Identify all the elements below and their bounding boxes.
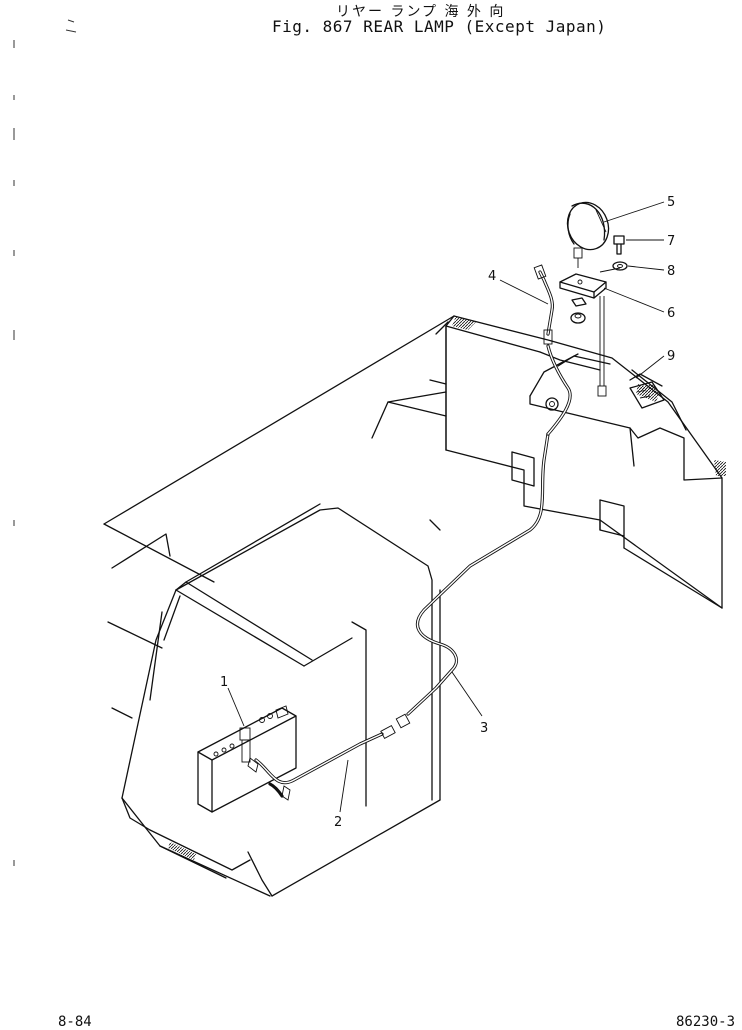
callout-5: 5	[667, 195, 675, 210]
callout-8: 8	[667, 264, 675, 279]
operator-cab	[121, 503, 433, 897]
rear-lamp	[566, 201, 610, 268]
callout-3: 3	[480, 721, 488, 736]
callouts: 1 2 3 4 5 6 7 8 9	[220, 195, 675, 830]
margin-marks	[13, 19, 77, 866]
counterweight-body	[371, 315, 726, 609]
callout-7: 7	[667, 234, 675, 249]
callout-4: 4	[488, 269, 496, 284]
cover-plate	[629, 381, 665, 409]
japanese-title: リヤー ランプ 海 外 向	[336, 4, 506, 20]
callout-1: 1	[220, 675, 228, 690]
callout-9: 9	[667, 349, 675, 364]
lamp-bracket-hardware	[559, 235, 628, 397]
figure-title: Fig. 867 REAR LAMP (Except Japan)	[272, 17, 607, 36]
wiring-harness	[254, 264, 572, 798]
drawing-number: 86230-3	[676, 1014, 736, 1030]
page-number: 8-84	[58, 1014, 92, 1030]
callout-6: 6	[667, 306, 675, 321]
switch-box	[197, 705, 297, 813]
revolving-frame	[103, 315, 723, 897]
callout-2: 2	[334, 815, 342, 830]
